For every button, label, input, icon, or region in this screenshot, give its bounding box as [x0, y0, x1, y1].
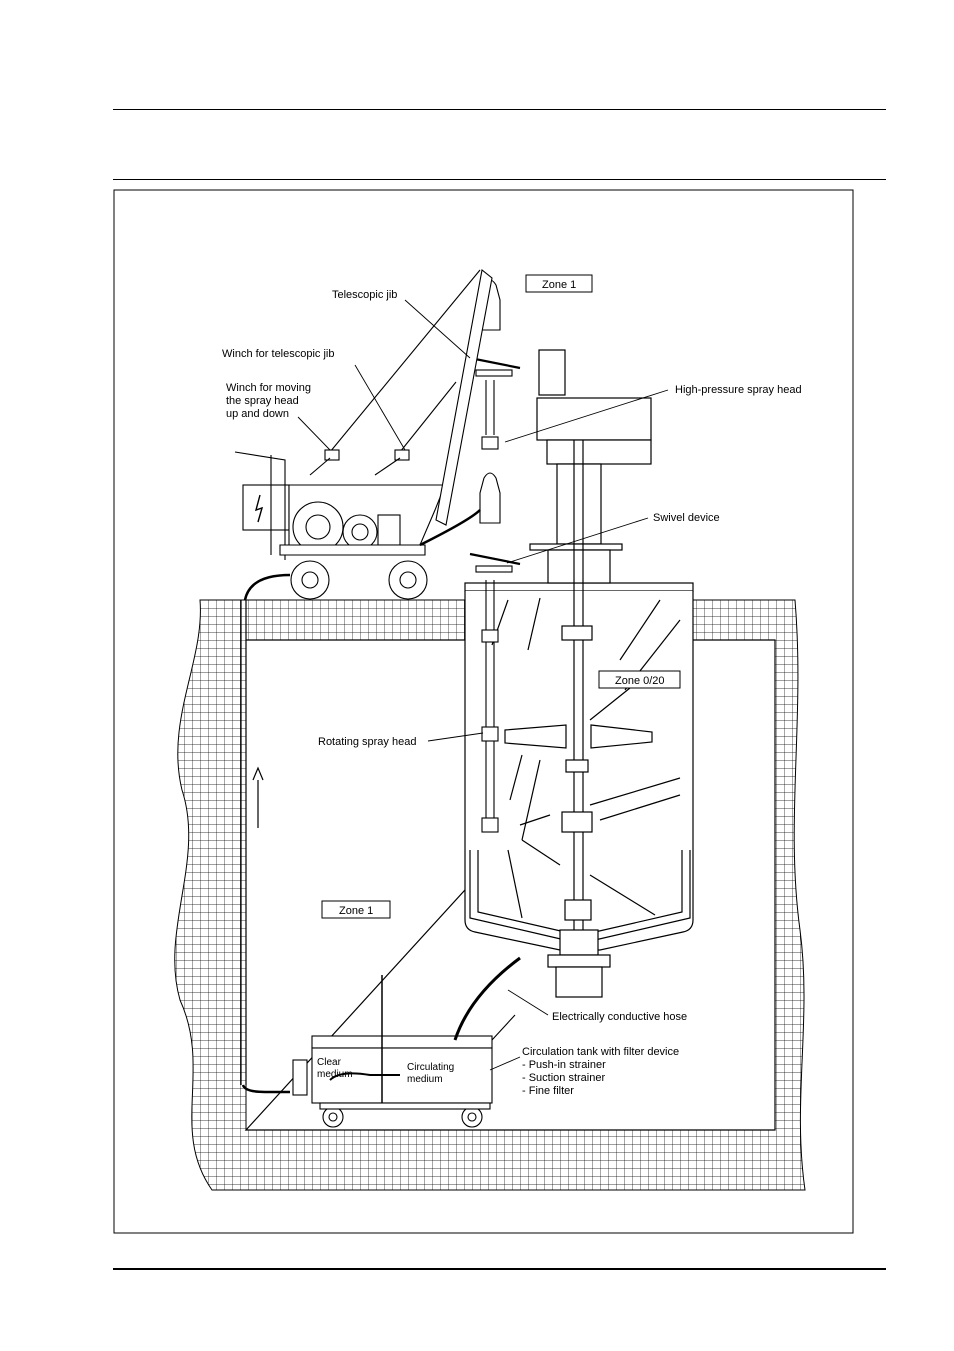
- leader-lines: [297, 299, 669, 1071]
- label-circ-tank-title: Circulation tank with filter device: [522, 1046, 679, 1058]
- mobile-crane-cart: [234, 268, 493, 601]
- label-swivel-device: Swivel device: [653, 512, 720, 524]
- label-winch-moving-3: up and down: [226, 408, 289, 420]
- label-circ-tank-item3: - Fine filter: [522, 1085, 574, 1097]
- label-circulating-medium-2: medium: [407, 1074, 443, 1085]
- label-circulating-medium-1: Circulating: [407, 1062, 454, 1073]
- label-circ-tank-item2: - Suction strainer: [522, 1072, 605, 1084]
- label-clear-medium-2: medium: [317, 1069, 353, 1080]
- supply-hose: [240, 600, 290, 1094]
- label-zone-0-20: Zone 0/20: [615, 675, 665, 687]
- label-rotating-spray-head: Rotating spray head: [318, 736, 416, 748]
- label-conductive-hose: Electrically conductive hose: [552, 1011, 687, 1023]
- zone020-box: [598, 670, 681, 689]
- label-winch-moving-2: the spray head: [226, 395, 299, 407]
- room-outline: [244, 639, 776, 1131]
- label-zone1-bottom: Zone 1: [339, 905, 373, 917]
- label-zone1-top: Zone 1: [542, 279, 576, 291]
- spray-lance: [469, 279, 521, 833]
- zone1-bottom-box: [321, 900, 391, 919]
- circulation-tank: [292, 956, 521, 1128]
- label-circ-tank-item1: - Push-in strainer: [522, 1059, 606, 1071]
- figure-frame: [113, 189, 854, 1234]
- header-rule-bottom: [113, 179, 886, 180]
- footer-rule: [113, 1268, 886, 1270]
- label-hp-spray-head: High-pressure spray head: [675, 384, 802, 396]
- zone1-top-box: [525, 274, 593, 293]
- label-telescopic-jib: Telescopic jib: [332, 289, 397, 301]
- label-clear-medium-1: Clear: [317, 1057, 342, 1068]
- label-winch-jib: Winch for telescopic jib: [222, 348, 335, 360]
- label-winch-moving-1: Winch for moving: [226, 382, 311, 394]
- header-rule-top: [113, 109, 886, 110]
